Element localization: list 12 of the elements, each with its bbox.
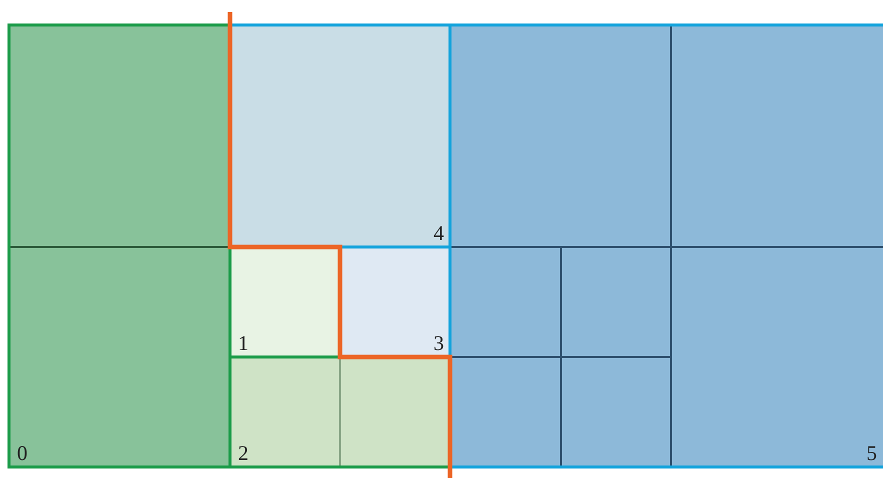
region-number: 1 bbox=[238, 333, 248, 354]
region-number: 5 bbox=[866, 443, 877, 464]
partition-region bbox=[230, 357, 450, 467]
region-number: 2 bbox=[238, 443, 248, 464]
region-number: 3 bbox=[434, 333, 444, 354]
region-number: 4 bbox=[434, 223, 444, 244]
partition-region bbox=[230, 247, 340, 357]
partition-region bbox=[230, 25, 450, 247]
region-number: 0 bbox=[17, 443, 28, 464]
partition-region bbox=[340, 247, 450, 357]
partition-region bbox=[9, 25, 230, 467]
partition-region bbox=[450, 25, 883, 467]
